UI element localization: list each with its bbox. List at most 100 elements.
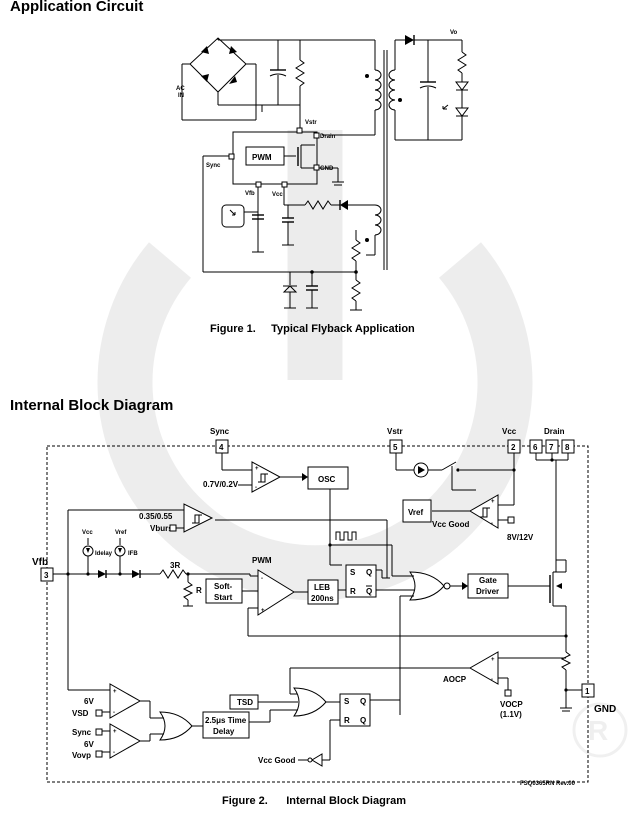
time-delay-block (202, 711, 250, 739)
sync-pin-number: 4 (219, 443, 224, 452)
vocp-value: (1.1V) (500, 710, 522, 719)
svg-text:+: + (113, 729, 117, 735)
gate-driver-label-1: Gate (479, 576, 497, 585)
pwm-comparator (257, 569, 295, 616)
gnd-label: GND (320, 166, 334, 172)
drain-pin-label: Drain (544, 427, 565, 436)
pwm-latch-qbar: Q (366, 587, 372, 596)
svg-text:-: - (113, 750, 115, 756)
chip-boundary (46, 445, 589, 783)
vfb-pin-number: 3 (44, 571, 49, 580)
vstr-pin-number: 5 (393, 443, 398, 452)
vref-block-label: Vref (408, 508, 423, 517)
svg-text:+: + (113, 689, 117, 695)
leb-block (307, 579, 339, 605)
uvlo-label: 8V/12V (507, 533, 534, 542)
vcc-small-label: Vcc (82, 530, 93, 536)
sync-pin-label: Sync (210, 427, 230, 436)
in-label: IN (178, 93, 184, 99)
soft-start-block (205, 578, 243, 604)
svg-text:-: - (113, 710, 115, 716)
protection-latch-q: Q (360, 697, 366, 706)
ovp-comparator (109, 723, 142, 759)
sync-label: Sync (206, 163, 221, 169)
leb-label-1: LEB (314, 583, 330, 592)
r3-label: 3R (170, 561, 180, 570)
vburst-label: Vburst (150, 524, 176, 533)
protection-latch-qbar: Q (360, 716, 366, 725)
svg-text:-: - (255, 485, 257, 491)
revision-label: FSQ0365RN Rev.00 (520, 781, 576, 787)
svg-text:R: R (588, 715, 608, 746)
svg-text:+: + (255, 466, 259, 472)
pwm-latch (345, 564, 377, 598)
vcc-pin-number: 2 (511, 443, 516, 452)
svg-text:+: + (491, 657, 495, 663)
bridge-rectifier (189, 37, 247, 93)
gnd-pin (581, 683, 595, 698)
protection-latch-s: S (344, 697, 350, 706)
vovp-label: Vovp (72, 751, 91, 760)
aocp-label: AOCP (443, 675, 467, 684)
vfb-pin-label: Vfb (32, 557, 48, 568)
vo-label: Vo (450, 30, 458, 36)
gnd-pin-label: GND (594, 704, 616, 715)
sd-ovp-or-gate (159, 711, 193, 741)
pwm-latch-s: S (350, 568, 356, 577)
protection-latch (339, 693, 371, 727)
figure1-caption-text: Typical Flyback Application (271, 323, 415, 335)
ifb-label: IFB (128, 551, 138, 557)
tsd-label: TSD (237, 698, 253, 707)
drain-pin-8-number: 8 (565, 443, 570, 452)
leb-label-2: 200ns (311, 594, 334, 603)
svg-text:-: - (491, 521, 493, 527)
shutdown-comparator (109, 683, 142, 719)
gate-driver-label-2: Driver (476, 587, 499, 596)
typical-flyback-schematic: AC IN Vo PWM (176, 30, 469, 311)
vocp-label: VOCP (500, 700, 523, 709)
vref-small-label: Vref (115, 530, 127, 536)
figure1-caption: Figure 1. Typical Flyback Application (210, 323, 415, 335)
figure2-caption-text: Internal Block Diagram (286, 795, 407, 807)
soft-start-label-1: Soft- (214, 582, 233, 591)
internal-block-diagram: Sync 4 + - 0.7V/0.2V OSC Vstr 5 Vcc 2 + … (32, 427, 616, 787)
pwm-or-gate (409, 571, 445, 601)
ac-label: AC (176, 86, 185, 92)
time-delay-label-2: Delay (213, 727, 235, 736)
vburst-level-label: 0.35/0.55 (139, 512, 173, 521)
drain-pin-6-number: 6 (533, 443, 538, 452)
vfb-label: Vfb (245, 191, 255, 197)
protection-latch-r: R (344, 716, 350, 725)
svg-text:+: + (261, 608, 265, 614)
figure2-caption-number: Figure 2. (222, 795, 268, 807)
vstr-label: Vstr (305, 120, 317, 126)
svg-text:-: - (261, 576, 263, 582)
drain-pin-7-number: 7 (549, 443, 554, 452)
vcc-pin-label: Vcc (502, 427, 517, 436)
aocp-comparator (468, 651, 499, 685)
vcc-label: Vcc (272, 192, 283, 198)
protection-or-gate (293, 687, 327, 717)
drain-label: Drain (320, 134, 336, 140)
vcc-good-label: Vcc Good (432, 520, 469, 529)
time-delay-label-1: 2.5μs Time (205, 716, 247, 725)
gnd-pin-number: 1 (585, 687, 590, 696)
idelay-label: Idelay (95, 551, 113, 557)
vsd-label: VSD (72, 709, 89, 718)
osc-label: OSC (318, 475, 336, 484)
6v-label-a: 6V (84, 697, 94, 706)
svg-text:-: - (491, 677, 493, 683)
pwm-latch-q: Q (366, 568, 372, 577)
pwm-latch-r: R (350, 587, 356, 596)
soft-start-label-2: Start (214, 593, 233, 602)
vstr-pin-label: Vstr (387, 427, 403, 436)
pwm-block-label: PWM (252, 153, 272, 162)
6v-label-b: 6V (84, 740, 94, 749)
osc-block (307, 466, 349, 490)
vcc-good-bottom-label: Vcc Good (258, 756, 295, 765)
internal-block-diagram-title: Internal Block Diagram (10, 397, 174, 414)
application-circuit-title: Application Circuit (10, 0, 144, 15)
r-label: R (196, 586, 202, 595)
v-thresh-label: 0.7V/0.2V (203, 480, 239, 489)
